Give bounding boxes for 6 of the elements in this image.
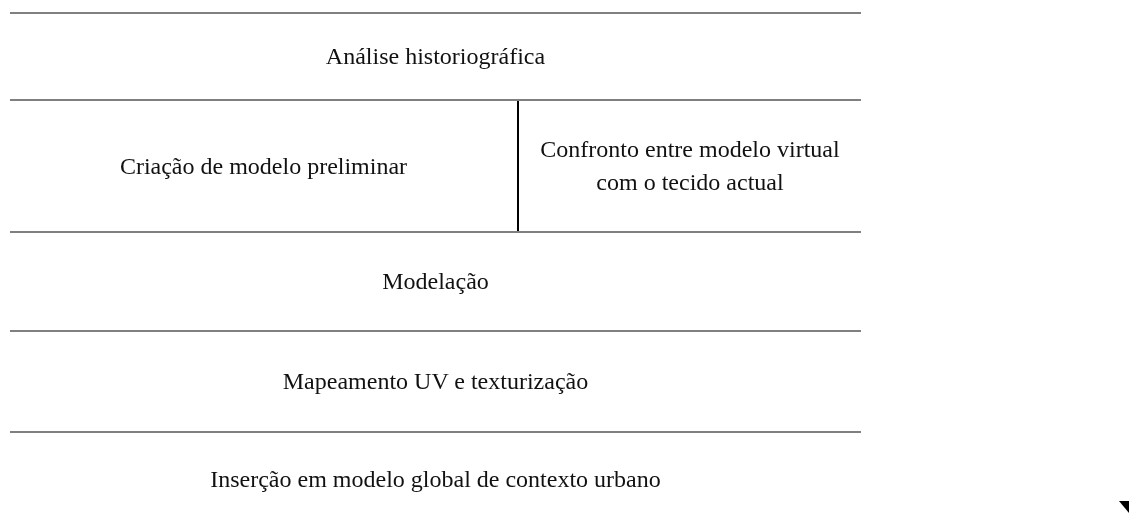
table-text: Criação de modelo preliminar [119, 151, 408, 181]
table-text: Inserção em modelo global de contexto urbano [210, 465, 661, 494]
table-text: Confronto entre modelo virtual com o tecido actual [539, 135, 841, 197]
table-text: Modelação [382, 267, 489, 296]
table-text: Análise historiográfica [325, 42, 546, 71]
table-text: Mapeamento UV e texturização [282, 367, 589, 396]
